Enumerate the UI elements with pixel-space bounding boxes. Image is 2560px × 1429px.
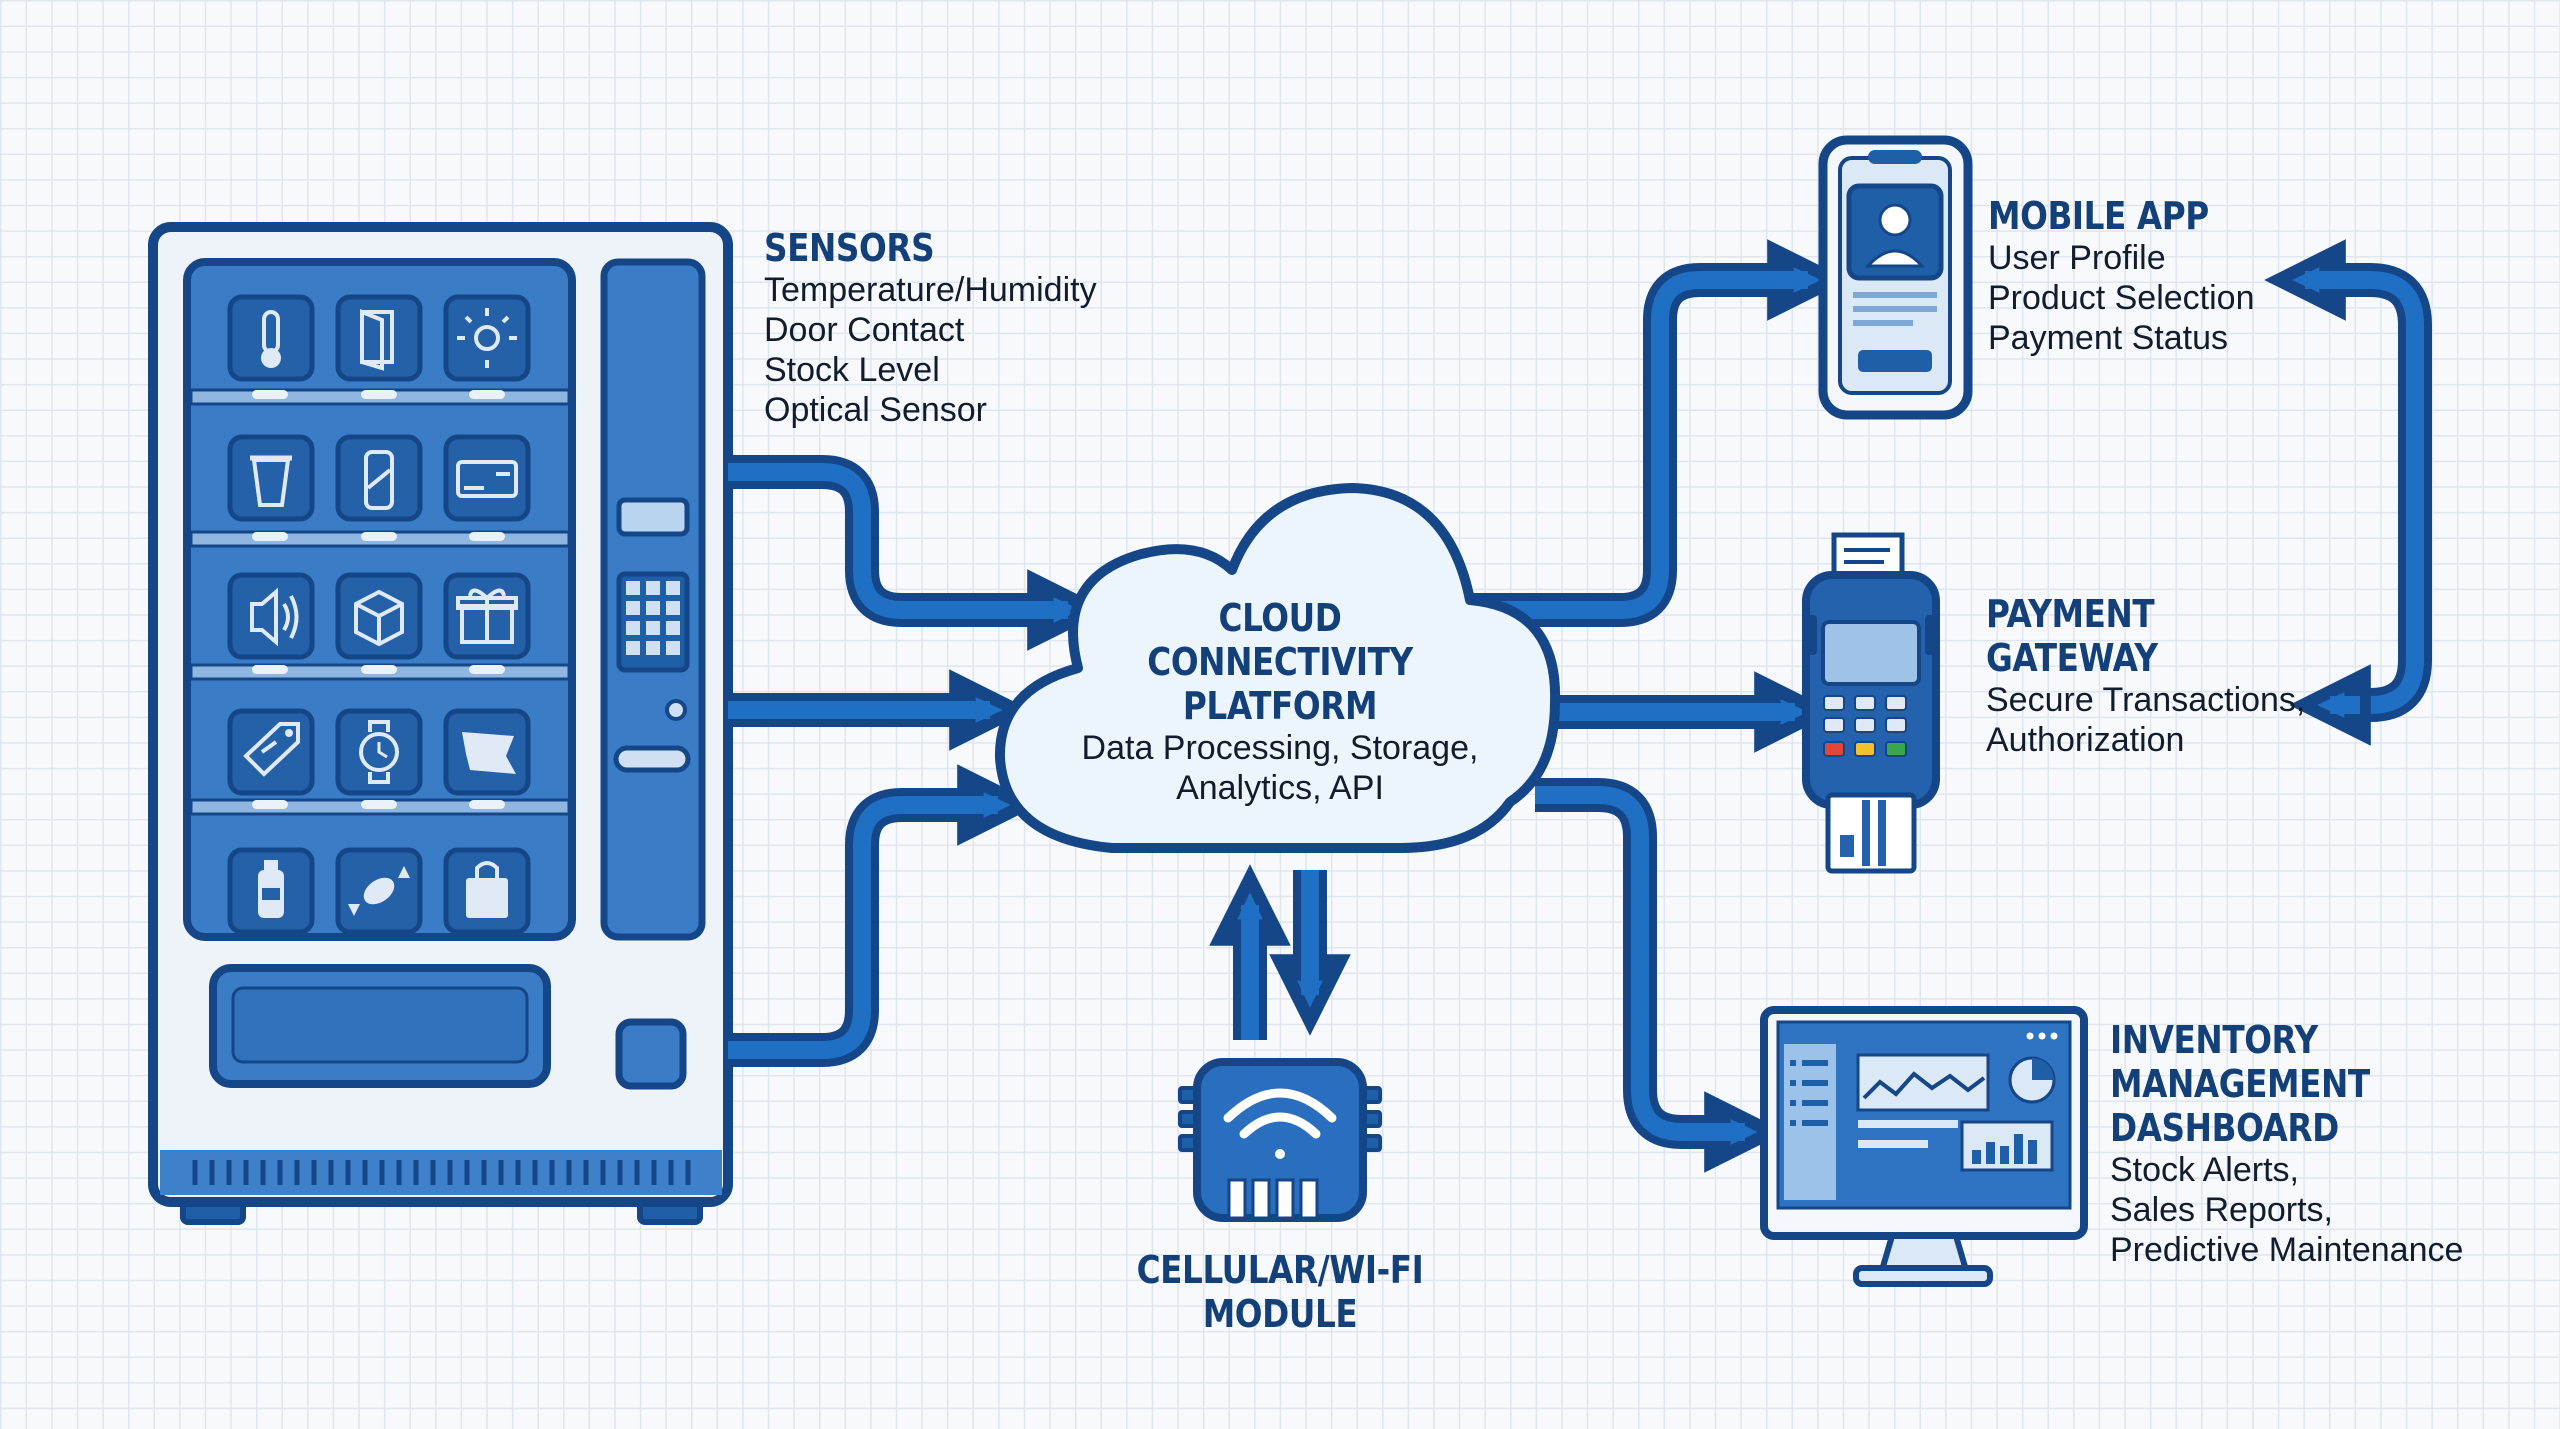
arrow-cloud-to-mobile-app <box>1470 239 1849 627</box>
arrow-mobile-payment-bidirectional <box>2264 239 2432 746</box>
arrow-sensors-to-cloud-3 <box>728 764 1039 1067</box>
tag-icon <box>227 708 315 809</box>
door-sensor-icon <box>335 294 423 399</box>
thermometer-icon <box>227 294 315 399</box>
vent-grille <box>192 1160 691 1185</box>
cloud-description: Data Processing, Storage, Analytics, API <box>1081 729 1479 807</box>
cloud-platform-label: CLOUD CONNECTIVITY PLATFORM Data Process… <box>1080 596 1480 808</box>
vending-machine <box>148 222 733 1225</box>
snack-bag-icon <box>443 708 531 809</box>
coin-return-button[interactable] <box>615 1018 687 1090</box>
terminal-keypad <box>1823 695 1907 733</box>
sensor-item: Stock Level <box>764 351 940 389</box>
inventory-title: INVENTORY MANAGEMENT DASHBOARD <box>2110 1018 2370 1150</box>
light-sensor-icon <box>443 294 531 399</box>
bottle-icon <box>227 847 315 935</box>
inventory-description: Stock Alerts, Sales Reports, Predictive … <box>2110 1151 2464 1269</box>
connector-arrows <box>728 239 2432 1173</box>
sensor-item: Optical Sensor <box>764 391 987 429</box>
cup-icon <box>227 434 315 541</box>
cloud-title: CLOUD CONNECTIVITY PLATFORM <box>1147 596 1413 728</box>
gift-icon <box>443 572 531 674</box>
box-icon <box>335 572 423 674</box>
payment-gateway-label: PAYMENT GATEWAY Secure Transactions, Aut… <box>1986 592 2326 760</box>
module-title: CELLULAR/WI-FI MODULE <box>1136 1248 1424 1336</box>
arrow-cloud-to-inventory-dashboard <box>1535 778 1786 1173</box>
cellular-wifi-module-chip <box>1178 1058 1382 1222</box>
payment-gateway-description: Secure Transactions, Authorization <box>1986 681 2306 759</box>
mobile-app-item: User Profile <box>1988 239 2166 277</box>
line-chart-icon <box>1862 1071 1986 1100</box>
user-profile-icon <box>1864 203 1926 268</box>
candy-icon <box>335 847 423 935</box>
mobile-app-label: MOBILE APP User Profile Product Selectio… <box>1988 194 2288 358</box>
watch-icon <box>335 708 423 809</box>
mobile-app-title: MOBILE APP <box>1988 194 2209 238</box>
speaker-icon <box>227 572 315 674</box>
arrow-sensors-to-cloud-1 <box>728 455 1109 651</box>
sensors-label: SENSORS Temperature/Humidity Door Contac… <box>764 226 1164 430</box>
keypad[interactable] <box>616 571 690 673</box>
payment-gateway-title: PAYMENT GATEWAY <box>1986 592 2158 680</box>
inventory-dashboard-label: INVENTORY MANAGEMENT DASHBOARD Stock Ale… <box>2110 1018 2530 1270</box>
card-icon <box>443 434 531 541</box>
can-icon <box>335 434 423 541</box>
dashboard-monitor-device <box>1760 1006 2088 1287</box>
product-items <box>227 294 531 935</box>
control-panel <box>600 258 706 941</box>
mobile-phone-device <box>1818 135 1973 420</box>
mobile-app-item: Product Selection <box>1988 279 2255 317</box>
sensors-title: SENSORS <box>764 226 935 270</box>
wifi-icon <box>1223 1088 1337 1159</box>
mobile-app-item: Payment Status <box>1988 319 2229 357</box>
sensors-list: Temperature/Humidity Door Contact Stock … <box>764 270 1164 430</box>
sensor-item: Door Contact <box>764 311 965 349</box>
sensor-item: Temperature/Humidity <box>764 271 1097 309</box>
mobile-app-list: User Profile Product Selection Payment S… <box>1988 238 2288 358</box>
bar-chart-icon <box>1972 1134 2037 1164</box>
cloud-shape <box>994 483 1561 853</box>
payment-terminal-device <box>1802 532 1940 874</box>
module-label: CELLULAR/WI-FI MODULE <box>1080 1248 1480 1336</box>
shopping-bag-icon <box>443 847 531 935</box>
